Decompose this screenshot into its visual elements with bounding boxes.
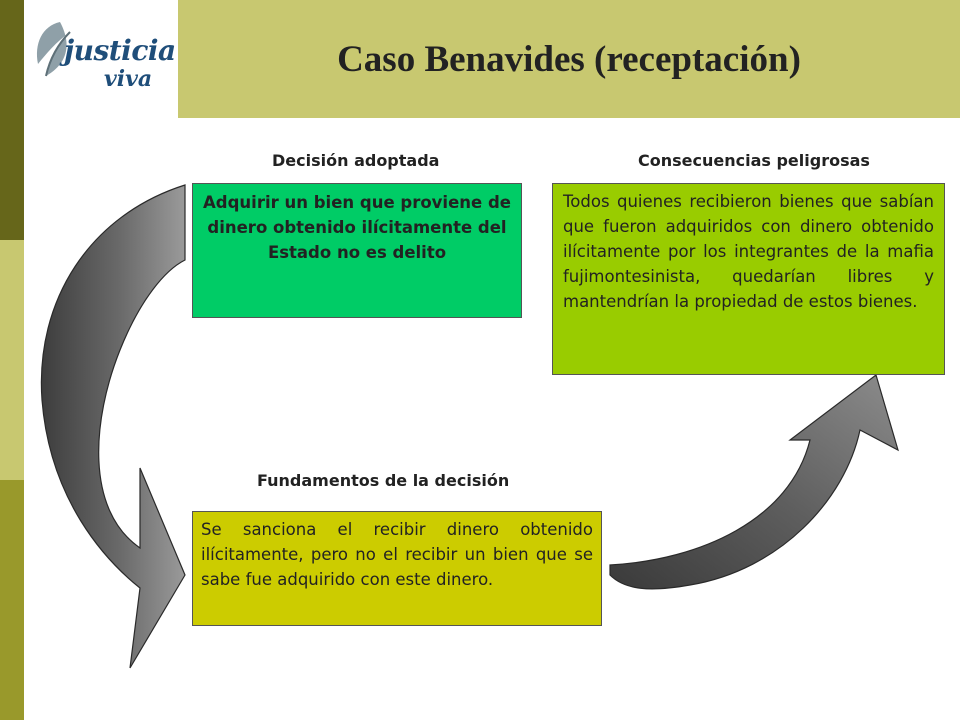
foundations-label: Fundamentos de la decisión — [257, 471, 510, 490]
foundations-box: Se sanciona el recibir dinero obtenido i… — [192, 511, 602, 626]
decision-label: Decisión adoptada — [272, 151, 440, 170]
logo: justicia viva — [30, 18, 180, 98]
curved-arrow-down-icon — [40, 184, 186, 669]
logo-text-justicia: justicia — [64, 34, 176, 67]
curved-arrow-up-icon — [609, 373, 899, 590]
page-title: Caso Benavides (receptación) — [337, 39, 801, 80]
side-stripe-top — [0, 0, 24, 240]
decision-text: Adquirir un bien que proviene de dinero … — [203, 193, 511, 262]
header-band — [178, 0, 960, 118]
logo-text-viva: viva — [104, 66, 153, 92]
consequences-box: Todos quienes recibieron bienes que sabí… — [552, 183, 945, 375]
consequences-text: Todos quienes recibieron bienes que sabí… — [563, 192, 934, 311]
side-stripe-middle — [0, 240, 24, 480]
decision-box: Adquirir un bien que proviene de dinero … — [192, 183, 522, 318]
leaf-logo-icon — [36, 22, 71, 77]
foundations-text: Se sanciona el recibir dinero obtenido i… — [201, 520, 593, 589]
side-stripe-bottom — [0, 480, 24, 720]
consequences-label: Consecuencias peligrosas — [638, 151, 870, 170]
